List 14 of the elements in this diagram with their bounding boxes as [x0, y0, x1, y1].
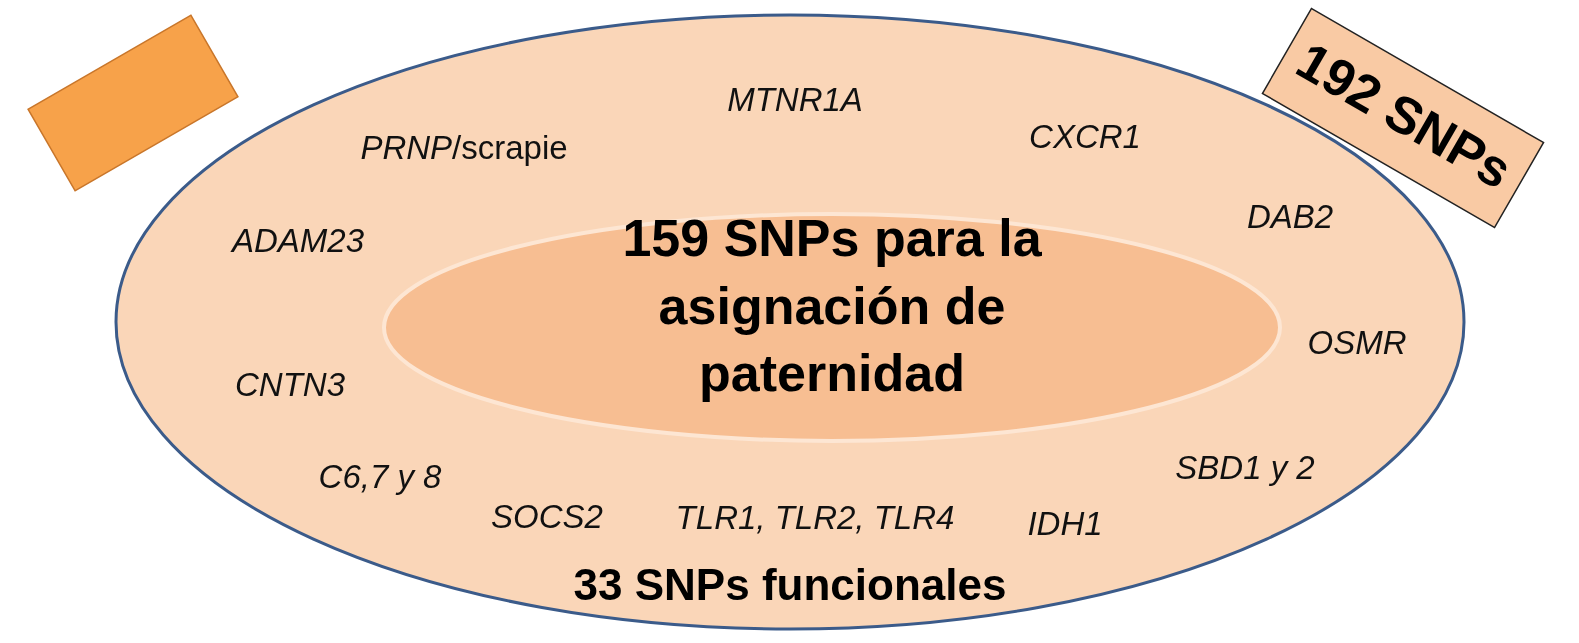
group-heading: 33 SNPs funcionales	[572, 560, 1008, 611]
node-text: 159 SNPs para la asignación de paternidad	[621, 208, 1043, 405]
gene-label: C6,7 y 8	[318, 458, 442, 496]
gene-label: ADAM23	[231, 222, 365, 260]
gene-label: PRNP/scrapie	[360, 129, 568, 167]
gene-label: SOCS2	[491, 498, 603, 536]
gene-label: CNTN3	[235, 366, 345, 404]
gene-label: MTNR1A	[727, 81, 863, 119]
gene-label: OSMR	[1307, 324, 1407, 362]
gene-label: TLR1, TLR2, TLR4	[675, 499, 955, 537]
gene-label: DAB2	[1246, 198, 1334, 236]
gene-label: SBD1 y 2	[1175, 449, 1315, 487]
gene-label: IDH1	[1027, 505, 1103, 543]
gene-label: CXCR1	[1029, 118, 1141, 156]
